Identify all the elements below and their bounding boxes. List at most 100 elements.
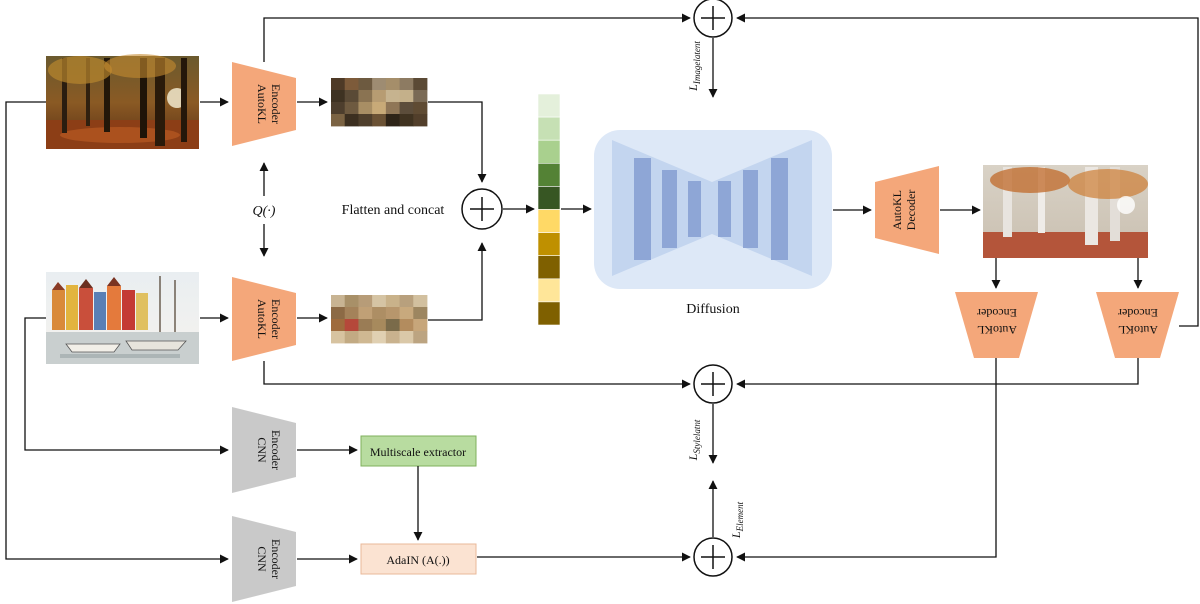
latent-pixel <box>331 114 346 127</box>
latent-vector-cell <box>537 301 561 326</box>
latent-pixel <box>399 295 414 308</box>
latent-pixel <box>344 78 359 91</box>
arrow-right-encoder-2-to-image-loss <box>736 13 1199 327</box>
svg-text:Encoder: Encoder <box>269 84 283 124</box>
svg-text:Encoder: Encoder <box>977 306 1017 320</box>
latent-pixel <box>331 307 346 320</box>
svg-text:Encoder: Encoder <box>1118 306 1158 320</box>
latent-pixel <box>344 307 359 320</box>
latent-pixel <box>399 78 414 91</box>
latent-vector-cell <box>537 93 561 118</box>
latent-pixel <box>413 78 428 91</box>
autokl-encoder-right-2: Encoder AutoKL <box>1096 292 1179 358</box>
flatten-concat-label: Flatten and concat <box>342 203 445 218</box>
latent-pixel <box>413 90 428 103</box>
latent-pixel <box>372 114 387 127</box>
latent-vector-cell <box>537 209 561 233</box>
latent-pixel <box>358 78 373 91</box>
svg-text:CNN: CNN <box>255 546 269 572</box>
latent-pixel <box>399 114 414 127</box>
unet-block-up-2 <box>743 170 758 248</box>
image-latent-loss-label: LImagelatent <box>686 41 702 92</box>
latent-pixel <box>385 319 400 332</box>
latent-pixel <box>344 319 359 332</box>
latent-pixel <box>372 295 387 308</box>
output-image <box>983 165 1148 258</box>
style-latent-loss-label: LStylelatnt <box>686 419 702 461</box>
latent-pixel <box>372 307 387 320</box>
content-image <box>46 54 199 149</box>
latent-pixel <box>331 331 346 344</box>
svg-text:Decoder: Decoder <box>904 190 918 231</box>
svg-text:AutoKL: AutoKL <box>255 299 269 339</box>
unet-block-up-1 <box>718 181 731 237</box>
adain-box <box>360 543 477 575</box>
element-loss-label: LElement <box>729 501 745 539</box>
element-loss-node <box>693 537 733 577</box>
latent-pixel <box>413 331 428 344</box>
latent-pixel <box>399 319 414 332</box>
latent-pixel <box>385 102 400 115</box>
latent-pixel <box>413 307 428 320</box>
svg-text:AutoKL: AutoKL <box>1118 323 1158 337</box>
latent-pixel <box>385 331 400 344</box>
latent-pixel <box>399 307 414 320</box>
latent-pixel <box>385 90 400 103</box>
latent-pixel <box>331 78 346 91</box>
unet-block-down-3 <box>688 181 701 237</box>
latent-pixel <box>358 331 373 344</box>
latent-pixel <box>413 319 428 332</box>
latent-pixel <box>385 295 400 308</box>
latent-pixel <box>385 78 400 91</box>
autokl-decoder: AutoKL Decoder <box>875 166 939 254</box>
arrow-content-to-cnn-bottom <box>5 101 229 564</box>
latent-pixel <box>413 102 428 115</box>
latent-pixel <box>344 102 359 115</box>
svg-text:CNN: CNN <box>255 437 269 463</box>
svg-text:Encoder: Encoder <box>269 299 283 339</box>
latent-pixel <box>358 319 373 332</box>
quantizer-label: Q(·) <box>253 204 276 219</box>
latent-vector-cell <box>537 255 561 280</box>
latent-pixel <box>399 331 414 344</box>
latent-pixel <box>385 307 400 320</box>
cnn-encoder-bottom: CNN Encoder <box>232 516 296 602</box>
latent-pixel <box>413 295 428 308</box>
latent-pixel <box>399 102 414 115</box>
autokl-encoder-top: AutoKL Encoder <box>232 62 296 146</box>
latent-vector-cell <box>537 232 561 257</box>
latent-pixel <box>372 78 387 91</box>
latent-pixel <box>344 331 359 344</box>
autokl-encoder-right-1: Encoder AutoKL <box>955 292 1038 358</box>
svg-text:AutoKL: AutoKL <box>255 84 269 124</box>
latent-pixel <box>331 295 346 308</box>
arrow-grid-top-concat <box>428 101 487 183</box>
latent-pixel <box>372 102 387 115</box>
arrow-style-to-cnn-top <box>24 317 229 455</box>
latent-vector-cell <box>537 139 561 164</box>
latent-pixel <box>372 331 387 344</box>
style-image <box>46 272 199 364</box>
arrow-encoder-bottom-to-style-loss <box>263 361 691 389</box>
latent-pixel <box>358 295 373 308</box>
style-latent-loss-node <box>693 364 733 404</box>
latent-pixel <box>358 307 373 320</box>
style-latent-grid <box>331 295 428 344</box>
latent-pixel <box>358 114 373 127</box>
latent-pixel <box>331 102 346 115</box>
svg-text:Encoder: Encoder <box>269 539 283 579</box>
latent-pixel <box>358 90 373 103</box>
latent-pixel <box>385 114 400 127</box>
latent-pixel <box>331 90 346 103</box>
latent-pixel <box>372 319 387 332</box>
latent-vector <box>537 93 561 326</box>
adain-label: AdaIN (A(.)) <box>386 553 449 567</box>
diffusion-label: Diffusion <box>686 302 739 317</box>
diffusion-unet <box>594 130 832 289</box>
arrow-encoder-top-to-loss <box>263 13 691 62</box>
unet-block-up-3 <box>771 158 788 260</box>
latent-pixel <box>413 114 428 127</box>
latent-pixel <box>399 90 414 103</box>
autokl-encoder-bottom: AutoKL Encoder <box>232 277 296 361</box>
concat-plus-node <box>461 188 503 230</box>
